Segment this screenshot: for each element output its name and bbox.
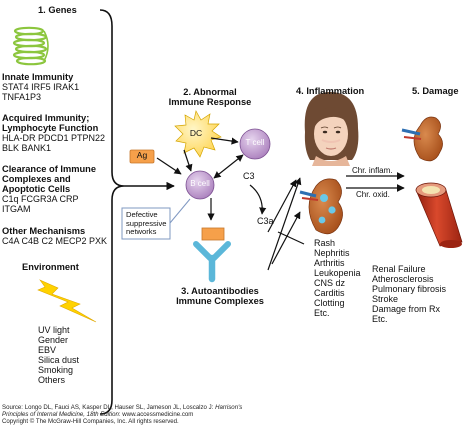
dna-coil-icon <box>12 26 49 66</box>
damaged-artery-icon <box>415 182 463 248</box>
chronic-inflammation-label: Chr. inflam. <box>352 166 393 175</box>
damage-outcome: Atherosclerosis <box>372 274 434 284</box>
clearance-genes-line-1: C1q FCGR3A CRP <box>2 194 79 204</box>
dendritic-cell-label: DC <box>189 128 203 138</box>
damaged-kidney-icon <box>401 116 443 162</box>
inflammation-manifestation: Arthritis <box>314 258 345 268</box>
citation-url: : www.accessmedicine.com <box>118 411 194 418</box>
acquired-immunity-title-line-2: Lymphocyte Function <box>2 123 99 133</box>
antigen-block <box>201 227 225 241</box>
inflammation-manifestation: CNS dz <box>314 278 346 288</box>
lightning-bolt-icon <box>37 279 97 323</box>
t-cell-label: T cell <box>245 138 265 147</box>
inflammation-manifestation: Clotting <box>314 298 345 308</box>
antibody-icon <box>193 241 231 283</box>
inflamed-kidney-icon <box>299 178 343 235</box>
acquired-genes-line-2: BLK BANK1 <box>2 143 52 153</box>
antigen-tag <box>129 149 155 164</box>
clearance-title-line-3: Apoptotic Cells <box>2 184 71 194</box>
damage-outcome: Renal Failure <box>372 264 426 274</box>
chronic-oxidation-label: Chr. oxid. <box>356 190 390 199</box>
citation-authors: Source: Longo DL, Fauci AS, Kasper DL, H… <box>2 404 216 411</box>
acquired-immunity-title-line-1: Acquired Immunity; <box>2 113 90 123</box>
dendritic-cell-icon <box>174 110 222 158</box>
inflammation-manifestation: Etc. <box>314 308 330 318</box>
source-citation-line-1: Source: Longo DL, Fauci AS, Kasper DL, H… <box>2 404 243 412</box>
defective-networks-line: suppressive <box>126 218 167 228</box>
other-mechanisms-title: Other Mechanisms <box>2 226 86 236</box>
genes-heading: 1. Genes <box>38 5 77 15</box>
patient-face-icon <box>304 92 359 166</box>
environment-factor: Gender <box>38 335 69 345</box>
t-cell-icon <box>239 128 271 160</box>
autoantibodies-heading-line-1: 3. Autoantibodies <box>181 286 259 296</box>
damage-heading: 5. Damage <box>412 86 459 96</box>
clearance-title-line-2: Complexes and <box>2 174 71 184</box>
source-citation-line-2: Principles of Internal Medicine, 18th Ed… <box>2 411 194 419</box>
environment-factor: Smoking <box>38 365 74 375</box>
inflammation-heading: 4. Inflammation <box>296 86 365 96</box>
innate-genes-line-2: TNFA1P3 <box>2 92 42 102</box>
defective-networks-box <box>121 207 171 240</box>
b-cell-label: B cell <box>190 179 210 188</box>
environment-factor: Others <box>38 375 66 385</box>
environment-heading: Environment <box>22 262 79 272</box>
innate-immunity-title: Innate Immunity <box>2 72 74 82</box>
environment-factor: Silica dust <box>38 355 80 365</box>
environment-factor: EBV <box>38 345 57 355</box>
innate-genes-line-1: STAT4 IRF5 IRAK1 <box>2 82 80 92</box>
abnormal-response-heading-line-1: 2. Abnormal <box>183 87 237 97</box>
clearance-genes-line-2: ITGAM <box>2 204 31 214</box>
copyright-line: Copyright © The McGraw-Hill Companies, I… <box>2 418 179 425</box>
damage-outcome: Stroke <box>372 294 399 304</box>
other-mechanisms-genes: C4A C4B C2 MECP2 PXK <box>2 236 108 246</box>
inflammation-manifestation: Nephritis <box>314 248 350 258</box>
inflammation-manifestation: Leukopenia <box>314 268 361 278</box>
damage-outcome: Etc. <box>372 314 388 324</box>
defective-networks-line: networks <box>126 227 157 237</box>
c3a-label: C3a <box>257 216 274 226</box>
environment-factor: UV light <box>38 325 70 335</box>
citation-title: Harrison's <box>215 404 243 411</box>
clearance-title-line-1: Clearance of Immune <box>2 164 97 174</box>
autoantibodies-heading-line-2: Immune Complexes <box>176 296 264 306</box>
c3-label: C3 <box>243 171 255 181</box>
antigen-label: Ag <box>136 150 148 160</box>
inflammation-manifestation: Rash <box>314 238 336 248</box>
damage-outcome: Pulmonary fibrosis <box>372 284 447 294</box>
b-cell-icon <box>185 170 215 200</box>
damage-outcome: Damage from Rx <box>372 304 441 314</box>
inflammation-manifestation: Carditis <box>314 288 345 298</box>
genes-environment-bracket <box>99 9 125 415</box>
citation-title: Principles of Internal Medicine, 18th Ed… <box>2 411 119 418</box>
defective-networks-line: Defective <box>126 210 158 219</box>
abnormal-response-heading-line-2: Immune Response <box>168 97 252 107</box>
acquired-genes-line-1: HLA-DR PDCD1 PTPN22 <box>2 133 106 143</box>
defective-networks-label: Defective suppressive networks <box>126 210 167 237</box>
